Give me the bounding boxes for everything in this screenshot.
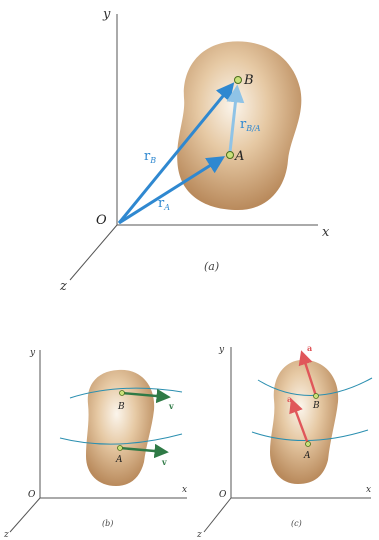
caption-a: (a) xyxy=(204,260,219,273)
y-axis-label-b: y xyxy=(29,348,36,358)
point-a-marker-b xyxy=(117,445,123,451)
point-b-marker xyxy=(234,76,242,84)
point-b-marker-b xyxy=(119,390,125,396)
point-b-label-b: B xyxy=(117,402,125,412)
z-axis-b xyxy=(9,497,41,533)
rb-subscript: B xyxy=(149,156,156,165)
point-a-marker-c xyxy=(305,441,311,447)
panel-b: y x z O B A v v (b) xyxy=(3,348,187,540)
panel-a: y x z O A B rB rA rB/A (a) xyxy=(59,7,330,294)
velocity-label-b-top: v xyxy=(168,401,174,411)
origin-label-c: O xyxy=(219,490,227,500)
origin-label-b: O xyxy=(28,490,36,500)
point-b-label: B xyxy=(243,73,254,88)
point-b-label-c: B xyxy=(312,401,320,411)
rba-label: rB/A xyxy=(240,117,261,133)
point-a-label-c: A xyxy=(303,451,311,461)
z-axis-a xyxy=(69,224,118,281)
ra-subscript: A xyxy=(163,203,170,212)
path-curve-c-top xyxy=(257,377,373,396)
point-a-label-b: A xyxy=(115,455,123,465)
caption-c: (c) xyxy=(291,519,302,528)
velocity-label-b-bottom: v xyxy=(161,457,167,467)
acceleration-vector-c-bottom xyxy=(289,398,310,445)
z-axis-label-a: z xyxy=(59,279,67,294)
rba-subscript: B/A xyxy=(245,124,261,133)
rigid-body-b xyxy=(86,369,155,486)
acceleration-label-c-bottom: a xyxy=(287,394,292,404)
z-axis-c xyxy=(203,497,232,533)
point-a-marker xyxy=(226,151,234,159)
point-a-label: A xyxy=(234,149,244,164)
x-axis-label-a: x xyxy=(322,225,330,240)
ra-label: rA xyxy=(158,196,170,212)
z-axis-label-b: z xyxy=(3,530,9,540)
x-axis-label-c: x xyxy=(366,485,371,495)
rigid-body-c xyxy=(270,359,339,484)
path-curve-b-bottom xyxy=(59,433,183,445)
origin-label-a: O xyxy=(96,213,107,228)
caption-b: (b) xyxy=(102,519,113,528)
vector-rb xyxy=(117,82,235,224)
velocity-vector-b-top xyxy=(121,388,171,404)
velocity-vector-b-bottom xyxy=(119,443,169,459)
acceleration-label-c-top: a xyxy=(307,343,312,353)
vector-rba xyxy=(226,84,245,153)
acceleration-vector-c-top xyxy=(298,350,318,397)
z-axis-label-c: z xyxy=(196,530,202,540)
y-axis-label-c: y xyxy=(218,345,225,355)
x-axis-label-b: x xyxy=(182,485,187,495)
point-b-marker-c xyxy=(313,393,319,399)
panel-c: y x z O B A a a (c) xyxy=(196,343,373,540)
rb-label: rB xyxy=(144,149,156,165)
vector-ra xyxy=(118,156,226,225)
y-axis-label-a: y xyxy=(102,7,111,22)
